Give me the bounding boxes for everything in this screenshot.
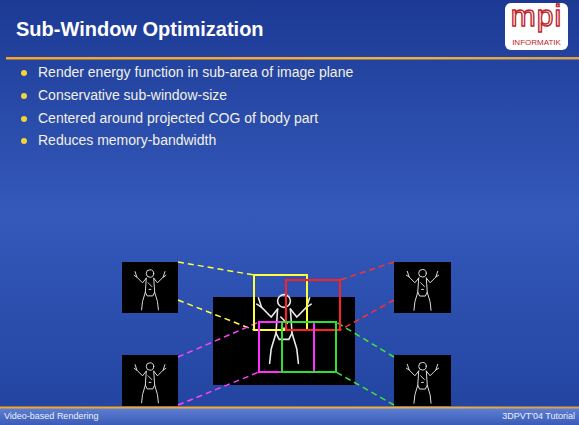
bullet-text: Render energy function in sub-area of im… [38,64,353,81]
footer-text: Video-based Rendering [4,411,98,422]
bullet-text: Centered around projected COG of body pa… [38,110,318,127]
logo-mark: mpi [511,0,562,34]
footer-rule [0,407,579,409]
footer-bar [0,408,579,425]
dashed-projection-lines [178,262,394,405]
title-rule [6,57,579,60]
thumbnail-images [122,262,451,406]
bullet-dots [21,70,27,144]
footer-text: 3DPVT'04 Tutorial [502,411,575,422]
bullet-text: Conservative sub-window-size [38,87,227,104]
main-image [213,295,355,385]
bullet-text: Reduces memory-bandwidth [38,132,216,149]
slide-title: Sub-Window Optimization [16,18,264,41]
logo-text: INFORMATIK [512,38,561,48]
sub-window-rects [254,275,340,372]
